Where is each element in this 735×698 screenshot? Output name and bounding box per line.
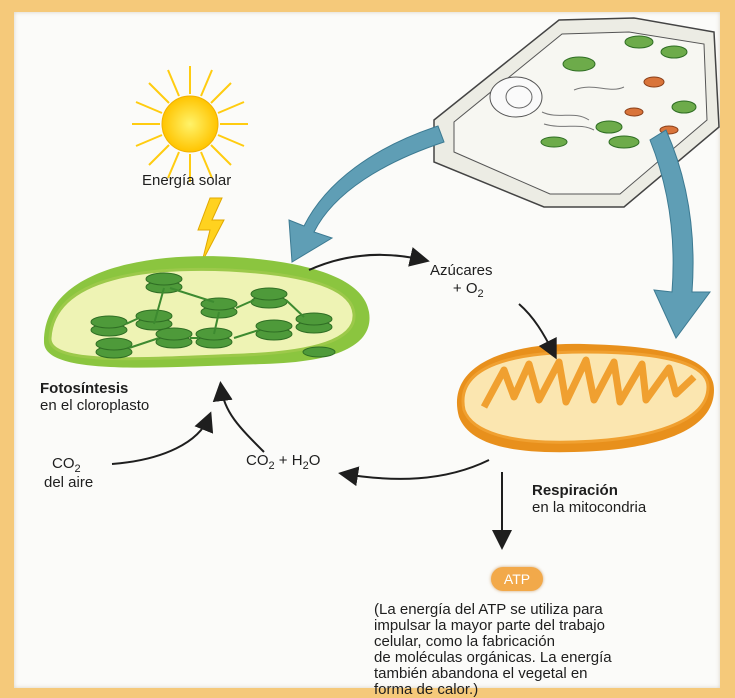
atp-note-line: de moléculas orgánicas. La energía [374,650,735,666]
respiration-label: Respiración en la mitocondria [532,482,646,516]
co2-h2o-sub1: 2 [269,460,275,472]
co2-h2o-part-c: O [309,452,321,469]
o2-plus: + O [453,280,478,297]
atp-note-line: también abandona el vegetal en [374,666,735,682]
photosynthesis-title: Fotosíntesis [40,380,149,397]
co2-air-label: CO2 del aire [44,455,93,491]
atp-note-line: celular, como la fabricación [374,634,735,650]
o2-subscript: 2 [478,288,484,300]
photosynthesis-label: Fotosíntesis en el cloroplasto [40,380,149,414]
atp-note-line: (La energía del ATP se utiliza para [374,602,735,618]
chloroplast-illustration [44,256,370,368]
co2-h2o-part-b: + H [275,452,303,469]
air-co2-to-chloroplast-arrow [112,417,209,464]
co2-air-main: CO [52,455,75,472]
sugars-label: Azúcares + O2 [430,262,493,299]
atp-note: (La energía del ATP se utiliza para impu… [374,602,735,698]
cell-to-chloroplast-arrow [289,126,444,262]
sun-icon [132,66,248,182]
diagram-card: Energía solar Azúcares + O2 Fotosíntesis… [14,12,720,688]
o2-text: + O2 [444,280,493,299]
co2-air-formula: CO2 [44,455,93,474]
atp-note-line: impulsar la mayor parte del trabajo [374,618,735,634]
co2-h2o-sub2: 2 [303,460,309,472]
respiration-title: Respiración [532,482,646,499]
co2-h2o-part-a: CO [246,452,269,469]
atp-badge: ATP [491,567,543,591]
co2-air-subscript: 2 [75,463,81,475]
chloroplast-to-sugars-arrow [309,255,424,270]
respiration-sub: en la mitocondria [532,499,646,516]
atp-note-line: forma de calor.) [374,682,735,698]
lightning-icon [198,198,224,262]
cell-to-mitochondria-arrow [650,130,710,338]
co2-air-line2: del aire [44,474,93,491]
photosynthesis-sub: en el cloroplasto [40,397,149,414]
sugars-text: Azúcares [430,262,493,280]
co2-to-chloroplast-arrow [221,387,264,452]
energy-flow-diagram [14,12,720,688]
solar-energy-label: Energía solar [142,172,231,189]
co2-h2o-label: CO2 + H2O [246,452,320,471]
mitochondria-to-co2-arrow [344,460,489,479]
mitochondria-illustration [457,344,714,452]
